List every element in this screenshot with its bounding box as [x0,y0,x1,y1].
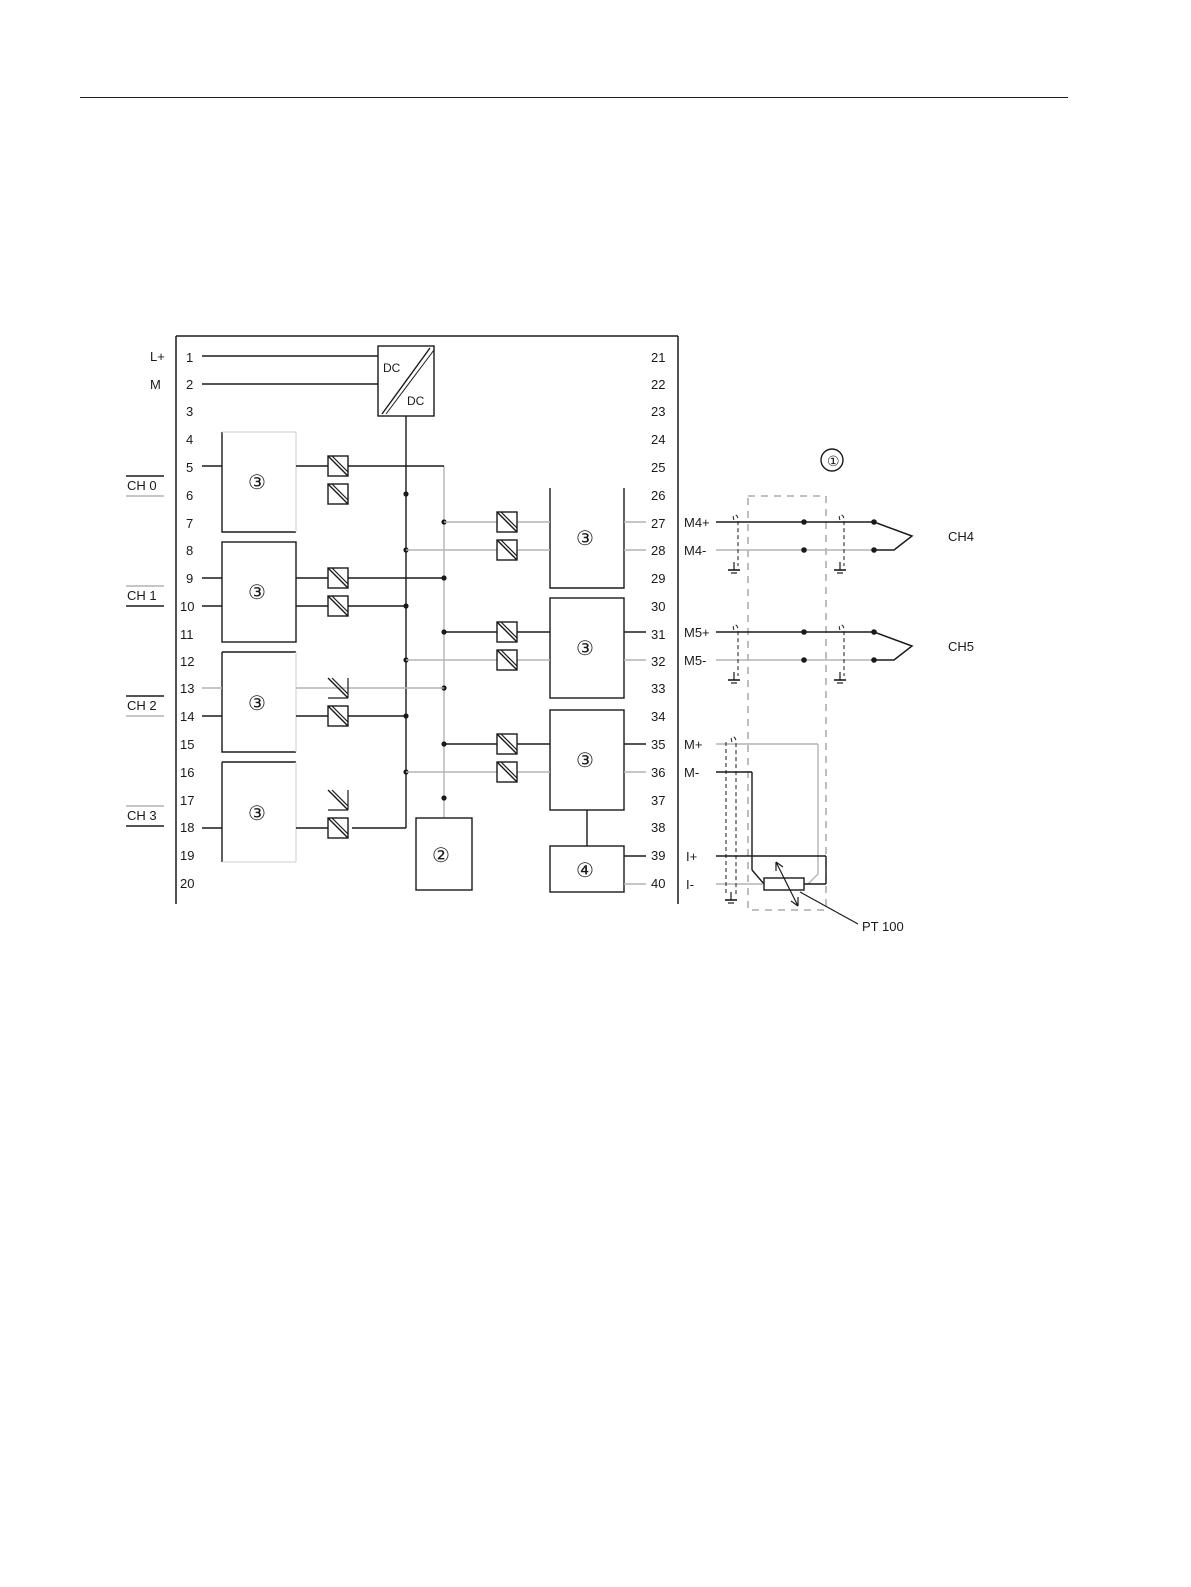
l-plus-label: L+ [150,349,165,364]
pin-label: 34 [651,709,665,724]
right-pin-numbers: 21 22 23 24 25 26 27 28 29 30 31 32 33 3… [651,350,665,891]
ch5-label: CH5 [948,639,974,654]
right-isolators [406,512,550,782]
pin-label: 11 [180,627,194,642]
pin-label: 18 [180,820,194,835]
pin-label: 35 [651,737,665,752]
pin-label: 27 [651,516,665,531]
marker-1: ① [827,453,840,469]
pin-label: 9 [186,571,193,586]
pin-label: 5 [186,460,193,475]
marker-4: ④ [576,860,594,882]
pin-label: 2 [186,377,193,392]
left-pin-numbers: 1 2 3 4 5 6 7 8 9 10 11 12 13 14 15 16 1… [180,350,194,891]
channel-label: CH 2 [127,698,157,713]
marker-3: ③ [248,803,266,825]
pin-label: 10 [180,599,194,614]
pin-label: 38 [651,820,665,835]
left-channel-blocks: ③ ③ ③ ③ [222,432,296,862]
channel-label: CH 3 [127,808,157,823]
junction-dots [403,491,446,800]
pin-label: 4 [186,432,193,447]
signal-label: I- [686,877,694,892]
signal-label: M+ [684,737,702,752]
signal-labels: M4+ M4- M5+ M5- M+ M- I+ I- [684,515,710,892]
pin-label: 33 [651,681,665,696]
pin-label: 31 [651,627,665,642]
signal-label: M- [684,765,699,780]
pin-label: 40 [651,876,665,891]
pin-label: 12 [180,654,194,669]
pin-label: 24 [651,432,665,447]
channel-labels: CH 0 CH 1 CH 2 CH 3 [126,476,164,826]
marker-3: ③ [248,472,266,494]
pt100-sensor [716,737,858,924]
internal-bus [352,416,444,828]
signal-label: I+ [686,849,697,864]
pin-label: 37 [651,793,665,808]
left-isolators [296,456,444,838]
pin-label: 14 [180,709,194,724]
signal-label: M5+ [684,625,710,640]
pin-label: 7 [186,516,193,531]
signal-label: M5- [684,653,706,668]
channel-label: CH 1 [127,588,157,603]
left-pin-leads [202,466,222,828]
marker-3: ③ [576,528,594,550]
pin-label: 17 [180,793,194,808]
pin-label: 29 [651,571,665,586]
pin-label: 8 [186,543,193,558]
pin-label: 3 [186,404,193,419]
marker-3: ③ [576,638,594,660]
channel-label: CH 0 [127,478,157,493]
m-label: M [150,377,161,392]
pin-label: 39 [651,848,665,863]
pin-label: 36 [651,765,665,780]
pin-label: 19 [180,848,194,863]
marker-3: ③ [248,693,266,715]
pin-label: 30 [651,599,665,614]
power-supply: DC DC [202,346,434,416]
pin-label: 28 [651,543,665,558]
dcdc-top-label: DC [383,361,401,375]
right-channel-blocks: ③ ③ ③ ④ ② [416,488,624,892]
thermocouple-ch5 [716,625,912,683]
pin-label: 23 [651,404,665,419]
signal-label: M4- [684,543,706,558]
pin-label: 20 [180,876,194,891]
pin-label: 13 [180,681,194,696]
marker-2: ② [432,845,450,867]
dcdc-bottom-label: DC [407,394,425,408]
pin-label: 26 [651,488,665,503]
resistor-icon [764,878,804,890]
pt100-label: PT 100 [862,919,904,934]
ch4-label: CH4 [948,529,974,544]
marker-3: ③ [248,582,266,604]
pin-label: 1 [186,350,193,365]
pin-label: 22 [651,377,665,392]
pin-label: 6 [186,488,193,503]
signal-label: M4+ [684,515,710,530]
right-pin-leads [624,522,646,884]
pin-label: 21 [651,350,665,365]
pin-label: 15 [180,737,194,752]
thermocouple-ch4 [716,515,912,573]
pin-label: 16 [180,765,194,780]
pin-label: 25 [651,460,665,475]
pin-label: 32 [651,654,665,669]
shield-enclosure [748,496,826,910]
marker-3: ③ [576,750,594,772]
